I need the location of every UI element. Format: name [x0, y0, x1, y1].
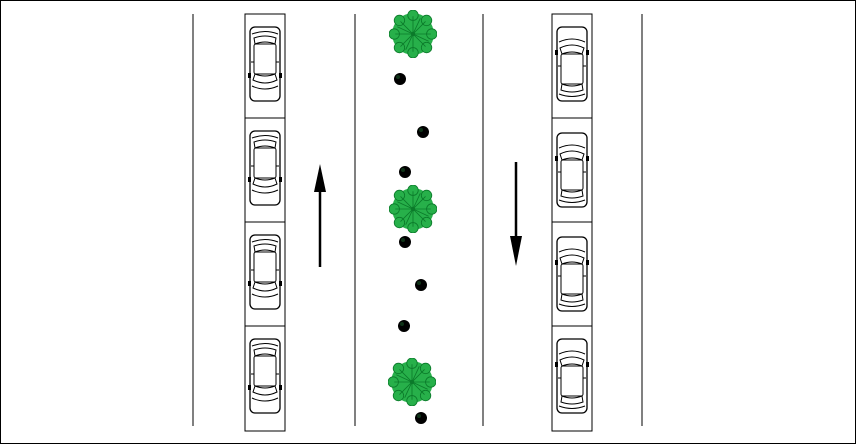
arrow-down-icon: [510, 162, 522, 266]
parked-car: [248, 26, 282, 102]
shrub-icon: [399, 166, 411, 178]
left-parking-row: [244, 13, 286, 432]
shrub-icon: [415, 279, 427, 291]
parking-stall: [551, 325, 593, 432]
right-parking-row: [551, 13, 593, 432]
parked-car: [248, 234, 282, 310]
parked-car: [555, 132, 589, 208]
parked-car: [555, 236, 589, 312]
parked-car: [248, 338, 282, 414]
parked-car: [248, 130, 282, 206]
tree-icon: [389, 10, 437, 58]
shrub-icon: [394, 73, 406, 85]
tree-icon: [388, 358, 436, 406]
parked-car: [555, 338, 589, 414]
shrub-icon: [415, 412, 427, 424]
tree-icon: [389, 185, 437, 233]
parked-car: [555, 26, 589, 102]
shrub-icon: [417, 126, 429, 138]
shrub-icon: [398, 320, 410, 332]
arrow-up-icon: [314, 164, 326, 267]
median-trees: [388, 10, 437, 406]
parking-stall: [244, 325, 286, 432]
shrub-icon: [399, 236, 411, 248]
